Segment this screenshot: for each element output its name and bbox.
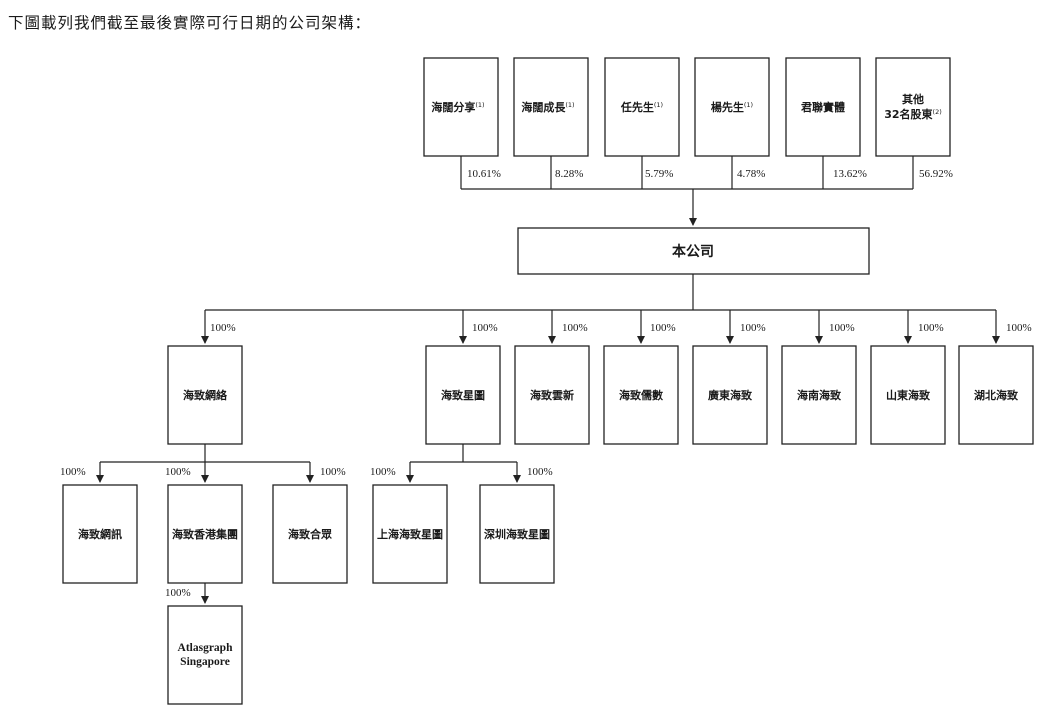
subsidiary-box-shenzhen-star: 深圳海致星圖 [479,484,555,584]
svg-text:海致香港集團: 海致香港集團 [172,527,238,541]
ownership-pct-other-shareholders: 56.92% [919,168,953,180]
svg-text:深圳海致星圖: 深圳海致星圖 [484,527,550,541]
svg-text:海闊分享(1): 海闊分享(1) [431,100,484,114]
network-children-connectors [96,444,314,483]
svg-text:海致雲新: 海致雲新 [530,388,574,402]
page-heading: 下圖載列我們截至最後實際可行日期的公司架構： [8,14,372,32]
ownership-pct-shenzhen-star: 100% [527,466,553,478]
subsidiary-box-network: 海致網絡 [167,345,243,445]
ownership-pct-haikuo-growth: 8.28% [555,168,583,180]
ownership-pct-network: 100% [210,322,236,334]
subsidiary-box-hubei: 湖北海致 [958,345,1034,445]
shareholder-box-legend-entities: 君聯實體 [785,57,861,157]
svg-text:海致網絡: 海致網絡 [183,388,228,402]
shareholder-box-mr-yang: 楊先生(1) [694,57,770,157]
company-subsidiary-connectors [201,274,1000,344]
svg-text:海致網訊: 海致網訊 [78,527,122,541]
subsidiary-box-network-xun: 海致網訊 [62,484,138,584]
subsidiary-box-shandong: 山東海致 [870,345,946,445]
shareholder-box-haikuo-share: 海闊分享(1) [423,57,499,157]
svg-text:海闊成長(1): 海闊成長(1) [521,100,574,114]
shareholder-connectors [460,156,914,226]
star-children-connectors [406,444,521,483]
subsidiary-box-cloud: 海致雲新 [514,345,590,445]
ownership-pct-hezhong: 100% [320,466,346,478]
ownership-pct-star: 100% [472,322,498,334]
svg-text:32名股東(2): 32名股東(2) [884,107,942,121]
svg-text:海致星圖: 海致星圖 [441,388,485,402]
shareholder-box-other-shareholders: 其他 32名股東(2) [875,57,951,157]
subsidiary-box-rushu: 海致儒數 [603,345,679,445]
shareholder-box-mr-ren: 任先生(1) [604,57,680,157]
svg-text:其他: 其他 [902,92,924,106]
ownership-pct-mr-yang: 4.78% [737,168,765,180]
ownership-pct-legend-entities: 13.62% [833,168,867,180]
ownership-pct-hubei: 100% [1006,322,1032,334]
subsidiary-box-shanghai-star: 上海海致星圖 [372,484,448,584]
ownership-pct-network-xun: 100% [60,466,86,478]
ownership-pct-shandong: 100% [918,322,944,334]
shareholder-box-haikuo-growth: 海闊成長(1) [513,57,589,157]
subsidiary-box-guangdong: 廣東海致 [692,345,768,445]
ownership-pct-haikuo-share: 10.61% [467,168,501,180]
subsidiary-box-hezhong: 海致合眾 [272,484,348,584]
subsidiary-box-hk-group: 海致香港集團 [167,484,243,584]
ownership-pct-hk-group: 100% [165,466,191,478]
svg-text:Atlasgraph: Atlasgraph [178,642,234,654]
svg-text:山東海致: 山東海致 [886,388,931,402]
svg-text:廣東海致: 廣東海致 [708,388,753,402]
company-box: 本公司 [517,227,870,275]
ownership-pct-rushu: 100% [650,322,676,334]
svg-text:海致儒數: 海致儒數 [619,388,663,402]
subsidiary-box-star: 海致星圖 [425,345,501,445]
ownership-pct-mr-ren: 5.79% [645,168,673,180]
svg-text:湖北海致: 湖北海致 [974,388,1019,402]
ownership-pct-hainan: 100% [829,322,855,334]
svg-text:君聯實體: 君聯實體 [801,100,845,114]
svg-text:上海海致星圖: 上海海致星圖 [377,527,443,541]
ownership-pct-guangdong: 100% [740,322,766,334]
svg-text:楊先生(1): 楊先生(1) [711,100,753,114]
svg-text:海致合眾: 海致合眾 [288,527,332,541]
svg-text:本公司: 本公司 [672,243,714,260]
subsidiary-box-hainan: 海南海致 [781,345,857,445]
svg-text:任先生(1): 任先生(1) [620,100,663,114]
svg-text:Singapore: Singapore [180,656,230,668]
subsidiary-box-atlasgraph-singapore: Atlasgraph Singapore [167,605,243,705]
ownership-pct-cloud: 100% [562,322,588,334]
ownership-pct-shanghai-star: 100% [370,466,396,478]
svg-text:海南海致: 海南海致 [797,388,842,402]
ownership-pct-atlasgraph: 100% [165,587,191,599]
